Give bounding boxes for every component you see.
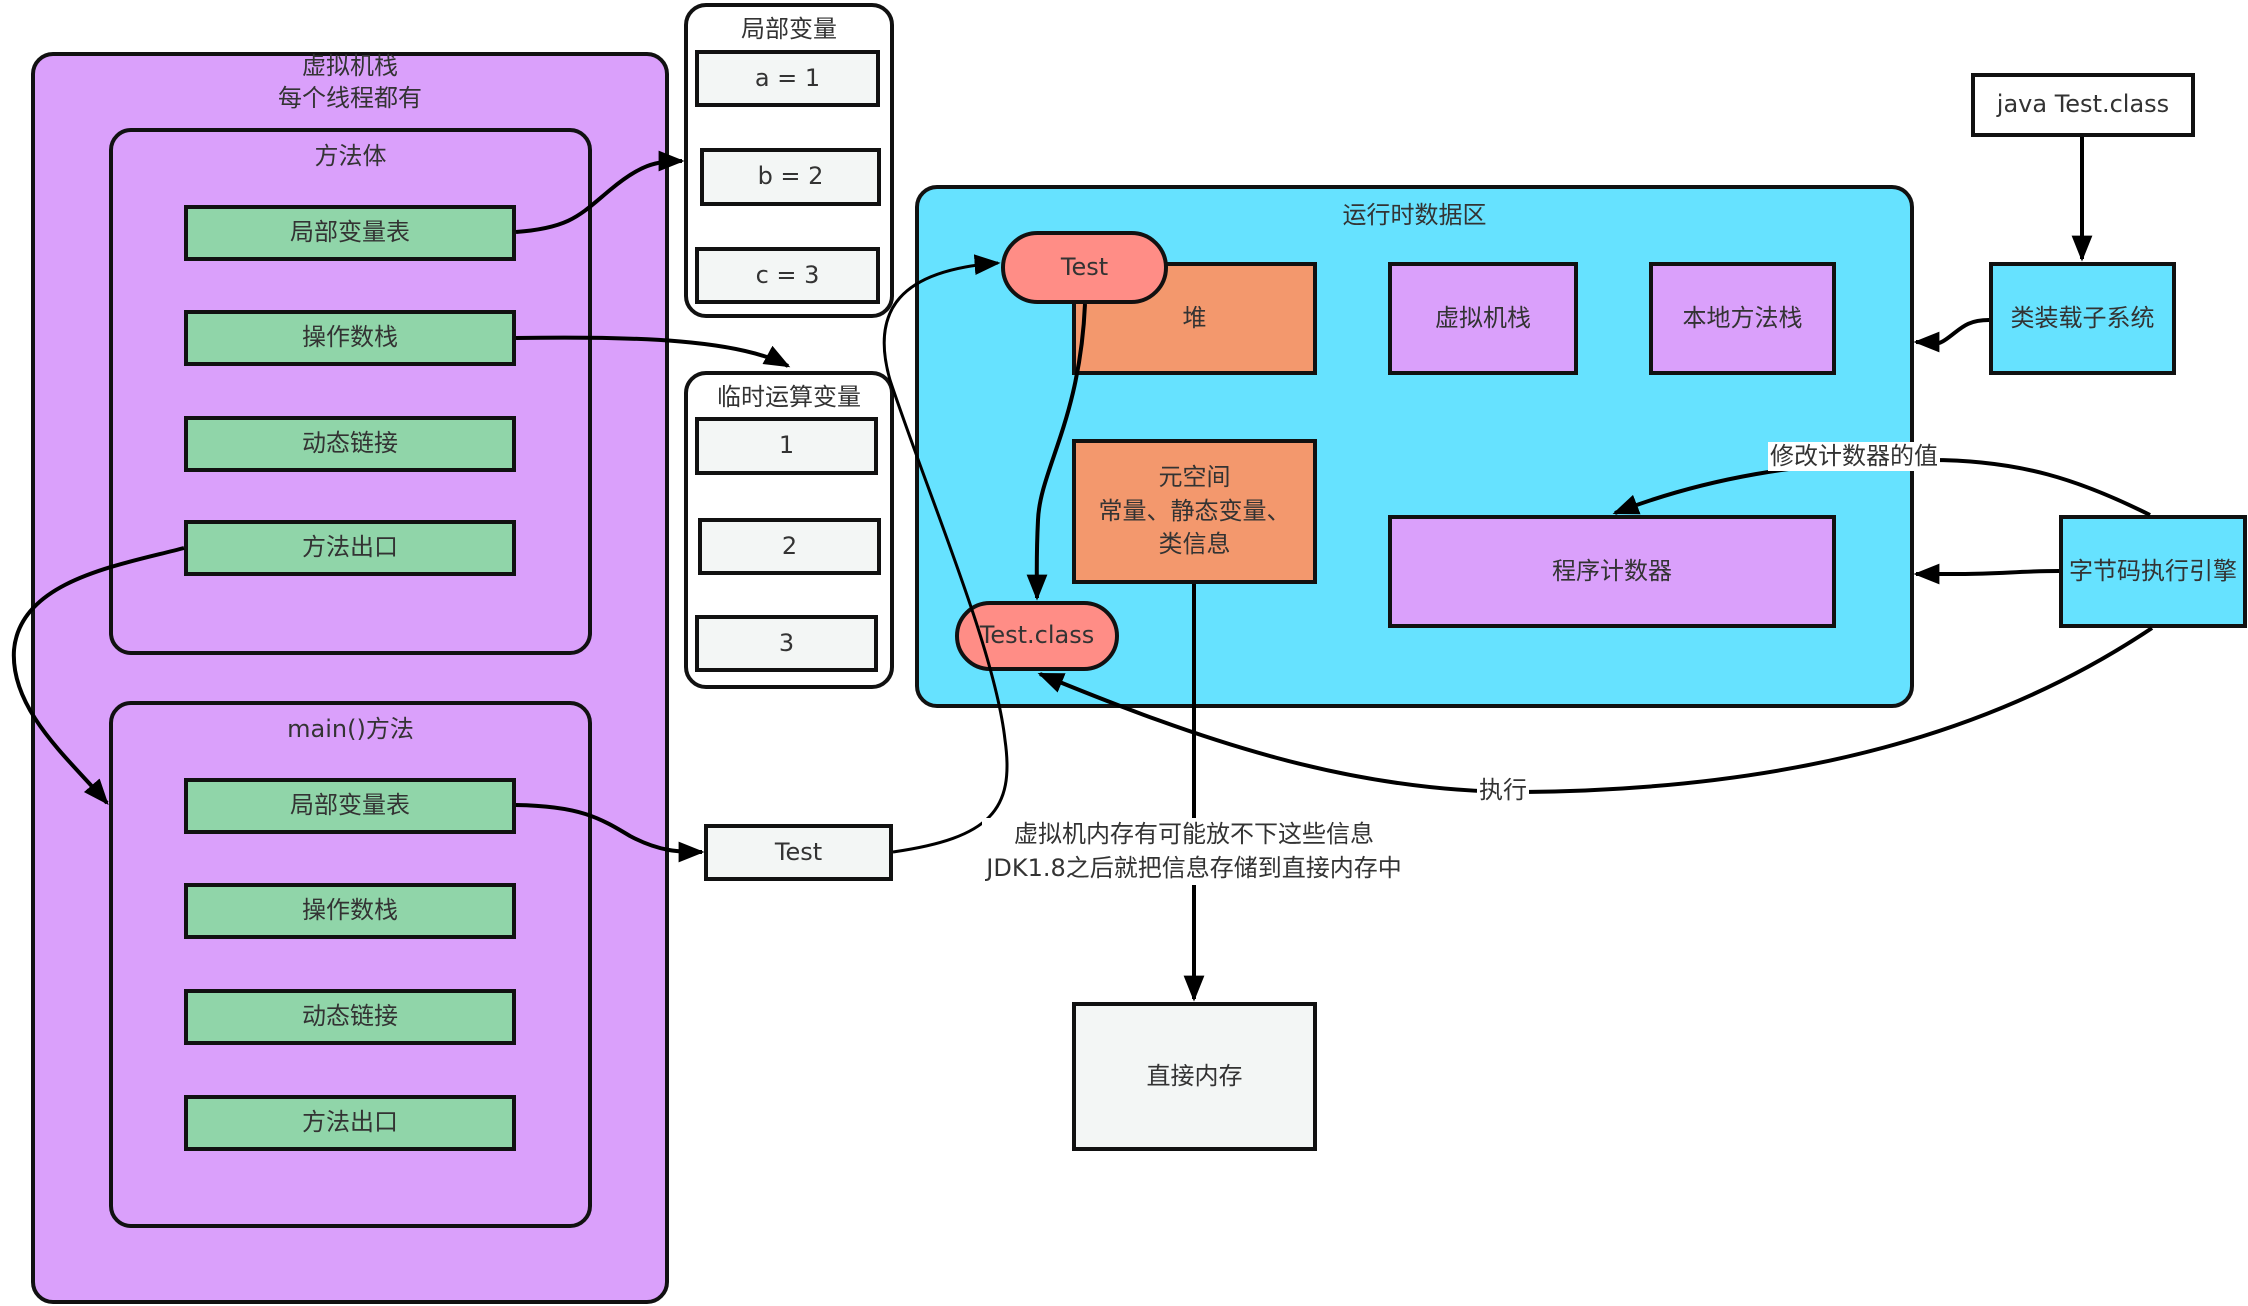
operand-vars-title: 临时运算变量 xyxy=(717,383,861,411)
metaspace-line3: 类信息 xyxy=(1158,530,1231,559)
main-frame-operand-stack[interactable]: 操作数栈 xyxy=(184,883,516,939)
program-counter[interactable]: 程序计数器 xyxy=(1388,515,1836,628)
local-vars-title: 局部变量 xyxy=(741,15,837,43)
native-method-stack[interactable]: 本地方法栈 xyxy=(1649,262,1836,375)
metaspace-line2: 常量、静态变量、 xyxy=(1098,496,1291,525)
main-frame-local-var-table[interactable]: 局部变量表 xyxy=(184,778,516,834)
metaspace-box[interactable]: 元空间 常量、静态变量、 类信息 xyxy=(1072,439,1317,584)
operand-var-1[interactable]: 1 xyxy=(695,417,878,475)
method-frame-title: 方法体 xyxy=(314,142,387,170)
method-frame-dynamic-link[interactable]: 动态链接 xyxy=(184,416,516,472)
execute-label: 执行 xyxy=(1477,776,1529,805)
test-class-object[interactable]: Test.class xyxy=(955,601,1119,671)
local-var-b[interactable]: b = 2 xyxy=(700,148,881,206)
vm-stack-title-line2: 每个线程都有 xyxy=(278,84,422,113)
operand-var-3[interactable]: 3 xyxy=(695,615,878,672)
bytecode-execution-engine[interactable]: 字节码执行引擎 xyxy=(2059,515,2247,628)
vm-stack-title: 虚拟机栈 每个线程都有 xyxy=(35,50,665,115)
note-line2: JDK1.8之后就把信息存储到直接内存中 xyxy=(986,853,1402,882)
local-var-c[interactable]: c = 3 xyxy=(695,247,880,304)
direct-memory-note: 虚拟机内存有可能放不下这些信息 JDK1.8之后就把信息存储到直接内存中 xyxy=(982,818,1406,886)
arrow-loader-to-runtime xyxy=(1913,318,1990,353)
operand-var-2[interactable]: 2 xyxy=(698,518,881,575)
direct-memory[interactable]: 直接内存 xyxy=(1072,1002,1317,1151)
main-frame-dynamic-link[interactable]: 动态链接 xyxy=(184,989,516,1045)
note-line1: 虚拟机内存有可能放不下这些信息 xyxy=(1014,820,1374,848)
runtime-vm-stack[interactable]: 虚拟机栈 xyxy=(1388,262,1578,375)
test-reference[interactable]: Test xyxy=(704,824,893,881)
runtime-data-area-title: 运行时数据区 xyxy=(1342,201,1487,229)
test-object[interactable]: Test xyxy=(1001,231,1168,304)
java-command-box[interactable]: java Test.class xyxy=(1971,73,2195,137)
arrow-engine-to-runtime xyxy=(1913,563,2060,585)
vm-stack-title-line1: 虚拟机栈 xyxy=(302,52,398,80)
class-loader-subsystem[interactable]: 类装载子系统 xyxy=(1989,262,2176,375)
method-frame-operand-stack[interactable]: 操作数栈 xyxy=(184,310,516,366)
main-frame-return-address[interactable]: 方法出口 xyxy=(184,1095,516,1151)
main-frame-title: main()方法 xyxy=(287,715,414,743)
local-var-a[interactable]: a = 1 xyxy=(695,50,880,107)
metaspace-line1: 元空间 xyxy=(1158,463,1231,492)
modify-counter-label: 修改计数器的值 xyxy=(1768,442,1940,471)
method-frame-local-var-table[interactable]: 局部变量表 xyxy=(184,205,516,261)
method-frame-return-address[interactable]: 方法出口 xyxy=(184,520,516,576)
